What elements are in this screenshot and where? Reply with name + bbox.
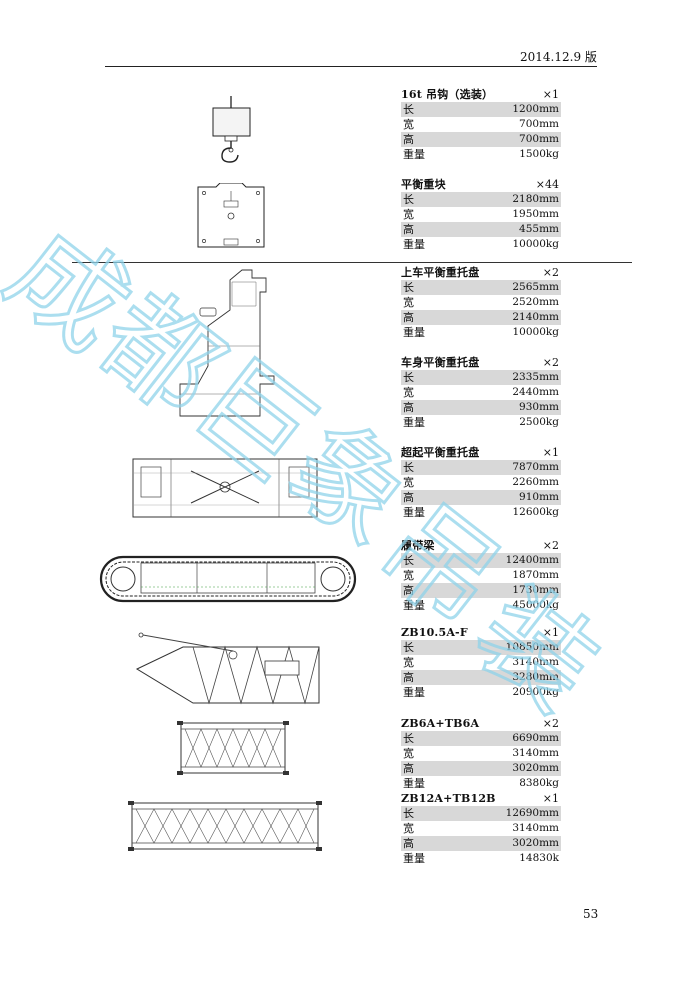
item-qty: ×2	[542, 356, 559, 369]
item-name: ZB6A+TB6A	[401, 717, 480, 730]
item-qty: ×1	[542, 626, 559, 639]
item-name: 16t 吊钩（选装）	[401, 88, 494, 101]
hook-block-drawing	[212, 96, 251, 163]
item-qty: ×44	[535, 178, 559, 191]
boom-base-section-drawing	[135, 632, 320, 705]
superlift-counterweight-tray-drawing	[132, 458, 318, 518]
counterweight-block-drawing	[197, 183, 265, 248]
item-qty: ×1	[542, 792, 559, 805]
upper-counterweight-tray-drawing	[179, 269, 275, 417]
item-qty: ×1	[542, 446, 559, 459]
item-name: 履带梁	[401, 539, 435, 552]
item-name: ZB10.5A-F	[401, 626, 468, 639]
svg-text:成: 成	[0, 204, 153, 375]
item-qty: ×2	[542, 266, 559, 279]
page-number: 53	[583, 907, 599, 921]
boom-section-12a-drawing	[128, 801, 322, 851]
item-qty: ×1	[542, 88, 559, 101]
item-name: 车身平衡重托盘	[401, 356, 480, 369]
item-qty: ×2	[542, 717, 559, 730]
boom-section-6a-drawing	[177, 721, 289, 775]
crawler-track-drawing	[99, 555, 357, 603]
item-qty: ×2	[542, 539, 559, 552]
header-date: 2014.12.9 版	[520, 50, 597, 64]
section-divider	[72, 262, 632, 263]
item-name: 超起平衡重托盘	[401, 446, 480, 459]
item-name: 上车平衡重托盘	[401, 266, 480, 279]
header-rule	[105, 66, 597, 67]
item-name: ZB12A+TB12B	[401, 792, 496, 805]
item-name: 平衡重块	[401, 178, 446, 191]
